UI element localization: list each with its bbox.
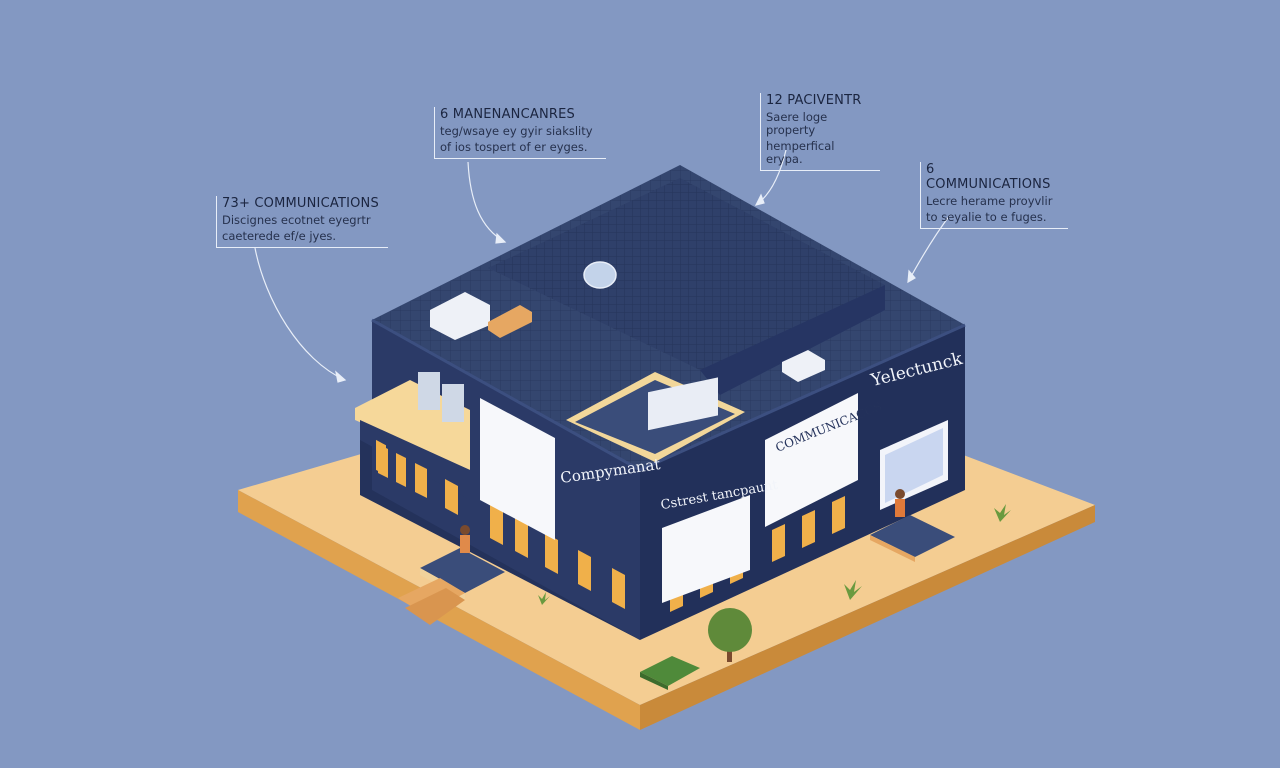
callout-desc-line2: caeterede ef/e jyes. <box>222 229 337 243</box>
person-icon <box>895 489 905 517</box>
callout-title: 12 PACIVENTR <box>766 93 862 108</box>
building <box>355 165 966 640</box>
shrub-icon <box>640 656 700 690</box>
person-icon <box>460 525 470 553</box>
callout-leaders <box>254 149 951 383</box>
callout-desc-line2: to seyalie to e fuges. <box>926 210 1047 224</box>
callout-title: 6 COMMUNICATIONS <box>926 162 1051 192</box>
hvac-unit-icon <box>430 292 490 340</box>
plant-icon <box>538 504 1011 605</box>
callout-communications-right: 6 COMMUNICATIONS Lecre herame proyvlir t… <box>920 162 1068 229</box>
callout-desc-line1: teg/wsaye ey gyir siakslity <box>440 124 593 138</box>
tree-icon <box>708 608 752 662</box>
callout-communications-left: 73+ COMMUNICATIONS Discignes ecotnet eye… <box>216 196 388 248</box>
callout-desc-line1: Lecre herame proyvlir <box>926 194 1053 208</box>
callout-desc-line1: Saere loge property <box>766 110 828 137</box>
callout-title: 6 MANENANCANRES <box>440 107 575 122</box>
callout-desc-line2: of ios tospert of er eyges. <box>440 140 588 154</box>
entrance-platform <box>398 548 505 625</box>
callout-desc-line1: Discignes ecotnet eyegrtr <box>222 213 371 227</box>
callout-maintenance: 6 MANENANCANRES teg/wsaye ey gyir siaksl… <box>434 107 606 159</box>
callout-desc-line2: hemperfical erypa. <box>766 139 835 166</box>
callout-patient: 12 PACIVENTR Saere loge property hemperf… <box>760 93 880 171</box>
server-unit <box>648 377 718 431</box>
skylight-icon <box>583 261 617 289</box>
callout-title: 73+ COMMUNICATIONS <box>222 196 379 211</box>
